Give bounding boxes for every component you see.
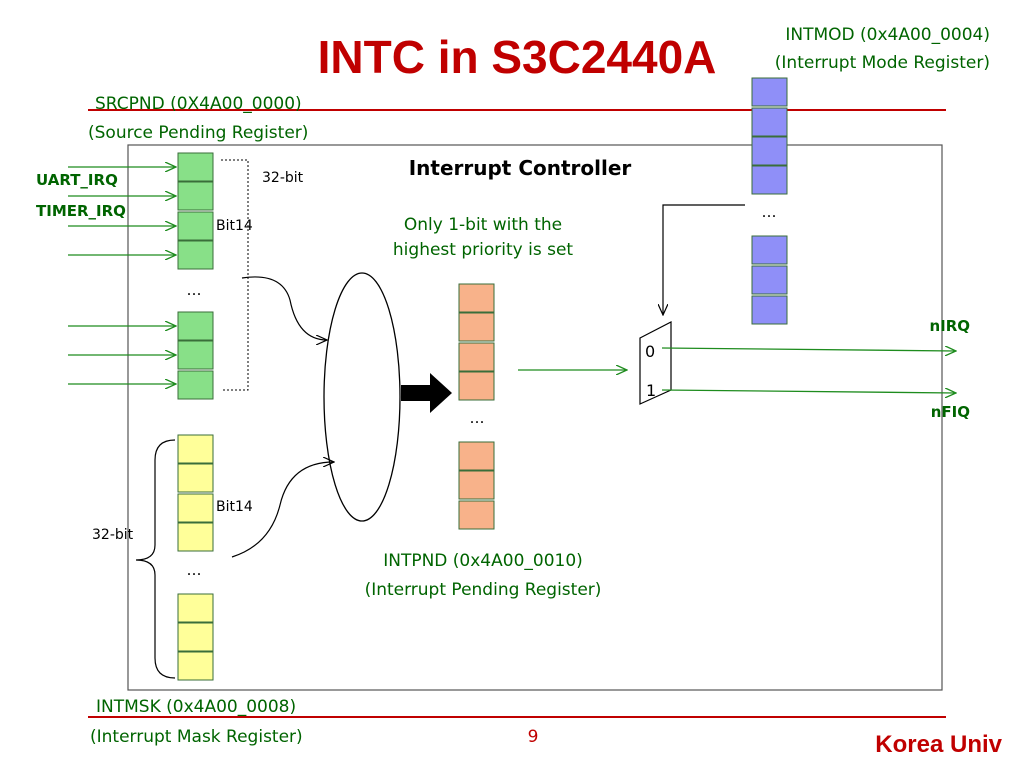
footer-brand: Korea Univ	[875, 731, 1002, 758]
intpnd-ellipsis: …	[470, 409, 485, 427]
timer-irq-label: TIMER_IRQ	[36, 202, 126, 220]
nirq-arrow	[661, 348, 956, 351]
priority-note-line2: highest priority is set	[393, 240, 573, 260]
intmsk-bit-cell-4	[177, 522, 214, 552]
page-number: 9	[528, 727, 539, 747]
srcpnd-bit-cell-7	[177, 370, 214, 400]
intpnd-bit-cell-5	[458, 441, 495, 471]
intmod-ellipsis: …	[762, 203, 777, 221]
intmsk-bit14-label: Bit14	[216, 499, 253, 515]
intpnd-name: INTPND (0x4A00_0010)	[383, 551, 583, 571]
intmod-bit-cell-1	[751, 77, 788, 107]
interrupt-controller-box	[127, 144, 943, 691]
srcpnd-description: (Source Pending Register)	[88, 123, 308, 143]
intmod-name: INTMOD (0x4A00_0004)	[785, 25, 990, 45]
nirq-label: nIRQ	[929, 317, 970, 335]
srcpnd-bit-cell-5	[177, 311, 214, 341]
srcpnd-bracket	[221, 159, 249, 391]
priority-note-line1: Only 1-bit with the	[404, 215, 562, 235]
intmod-bit-cell-4	[751, 165, 788, 195]
srcpnd-bit-cell-1	[177, 152, 214, 182]
intmsk-bit-cell-6	[177, 622, 214, 652]
srcpnd-ellipsis: …	[187, 281, 202, 299]
intmod-bit-cell-3	[751, 136, 788, 166]
interrupt-controller-label: Interrupt Controller	[409, 156, 632, 180]
intmsk-width-label: 32-bit	[92, 527, 134, 543]
intmsk-name: INTMSK (0x4A00_0008)	[96, 697, 296, 717]
intmod-bit-cell-6	[751, 265, 788, 295]
nfiq-label: nFIQ	[931, 403, 970, 421]
mux-input-1: 1	[646, 381, 656, 400]
intmsk-bit-cell-3	[177, 493, 214, 523]
intpnd-description: (Interrupt Pending Register)	[365, 580, 602, 600]
srcpnd-bit-cell-3	[177, 211, 214, 241]
block-arrow	[401, 373, 452, 413]
intmsk-bit-cell-2	[177, 463, 214, 493]
intpnd-register	[458, 283, 495, 530]
srcpnd-width-label: 32-bit	[262, 170, 304, 186]
intmod-select-line	[663, 204, 745, 315]
intmod-bit-cell-7	[751, 295, 788, 325]
intmod-bit-cell-2	[751, 107, 788, 137]
priority-logic-ellipse	[323, 272, 401, 522]
intmsk-to-logic-curve	[231, 462, 334, 558]
intpnd-bit-cell-1	[458, 283, 495, 313]
intmod-description: (Interrupt Mode Register)	[775, 53, 990, 73]
srcpnd-bit-cell-6	[177, 340, 214, 370]
uart-irq-label: UART_IRQ	[36, 171, 118, 189]
mux-input-0: 0	[645, 342, 655, 361]
intmsk-bit-cell-5	[177, 593, 214, 623]
intpnd-bit-cell-6	[458, 470, 495, 500]
intpnd-bit-cell-7	[458, 500, 495, 530]
srcpnd-bit14-label: Bit14	[216, 218, 253, 234]
srcpnd-input-arrows	[68, 167, 176, 384]
nfiq-arrow	[661, 390, 956, 393]
intpnd-bit-cell-4	[458, 371, 495, 401]
srcpnd-bit-cell-4	[177, 240, 214, 270]
srcpnd-register	[177, 152, 214, 400]
intmsk-ellipsis: …	[187, 561, 202, 579]
intpnd-bit-cell-3	[458, 342, 495, 372]
intmsk-brace	[135, 439, 176, 679]
intmsk-bit-cell-1	[177, 434, 214, 464]
srcpnd-bit-cell-2	[177, 181, 214, 211]
srcpnd-name: SRCPND (0X4A00_0000)	[95, 94, 302, 114]
srcpnd-to-logic-curve	[241, 276, 327, 340]
intmsk-description: (Interrupt Mask Register)	[90, 727, 303, 747]
intmsk-register	[177, 434, 214, 681]
intpnd-bit-cell-2	[458, 312, 495, 342]
slide-title: INTC in S3C2440A	[318, 31, 717, 83]
intmsk-bit-cell-7	[177, 651, 214, 681]
intmod-bit-cell-5	[751, 235, 788, 265]
intmod-register	[751, 77, 788, 325]
